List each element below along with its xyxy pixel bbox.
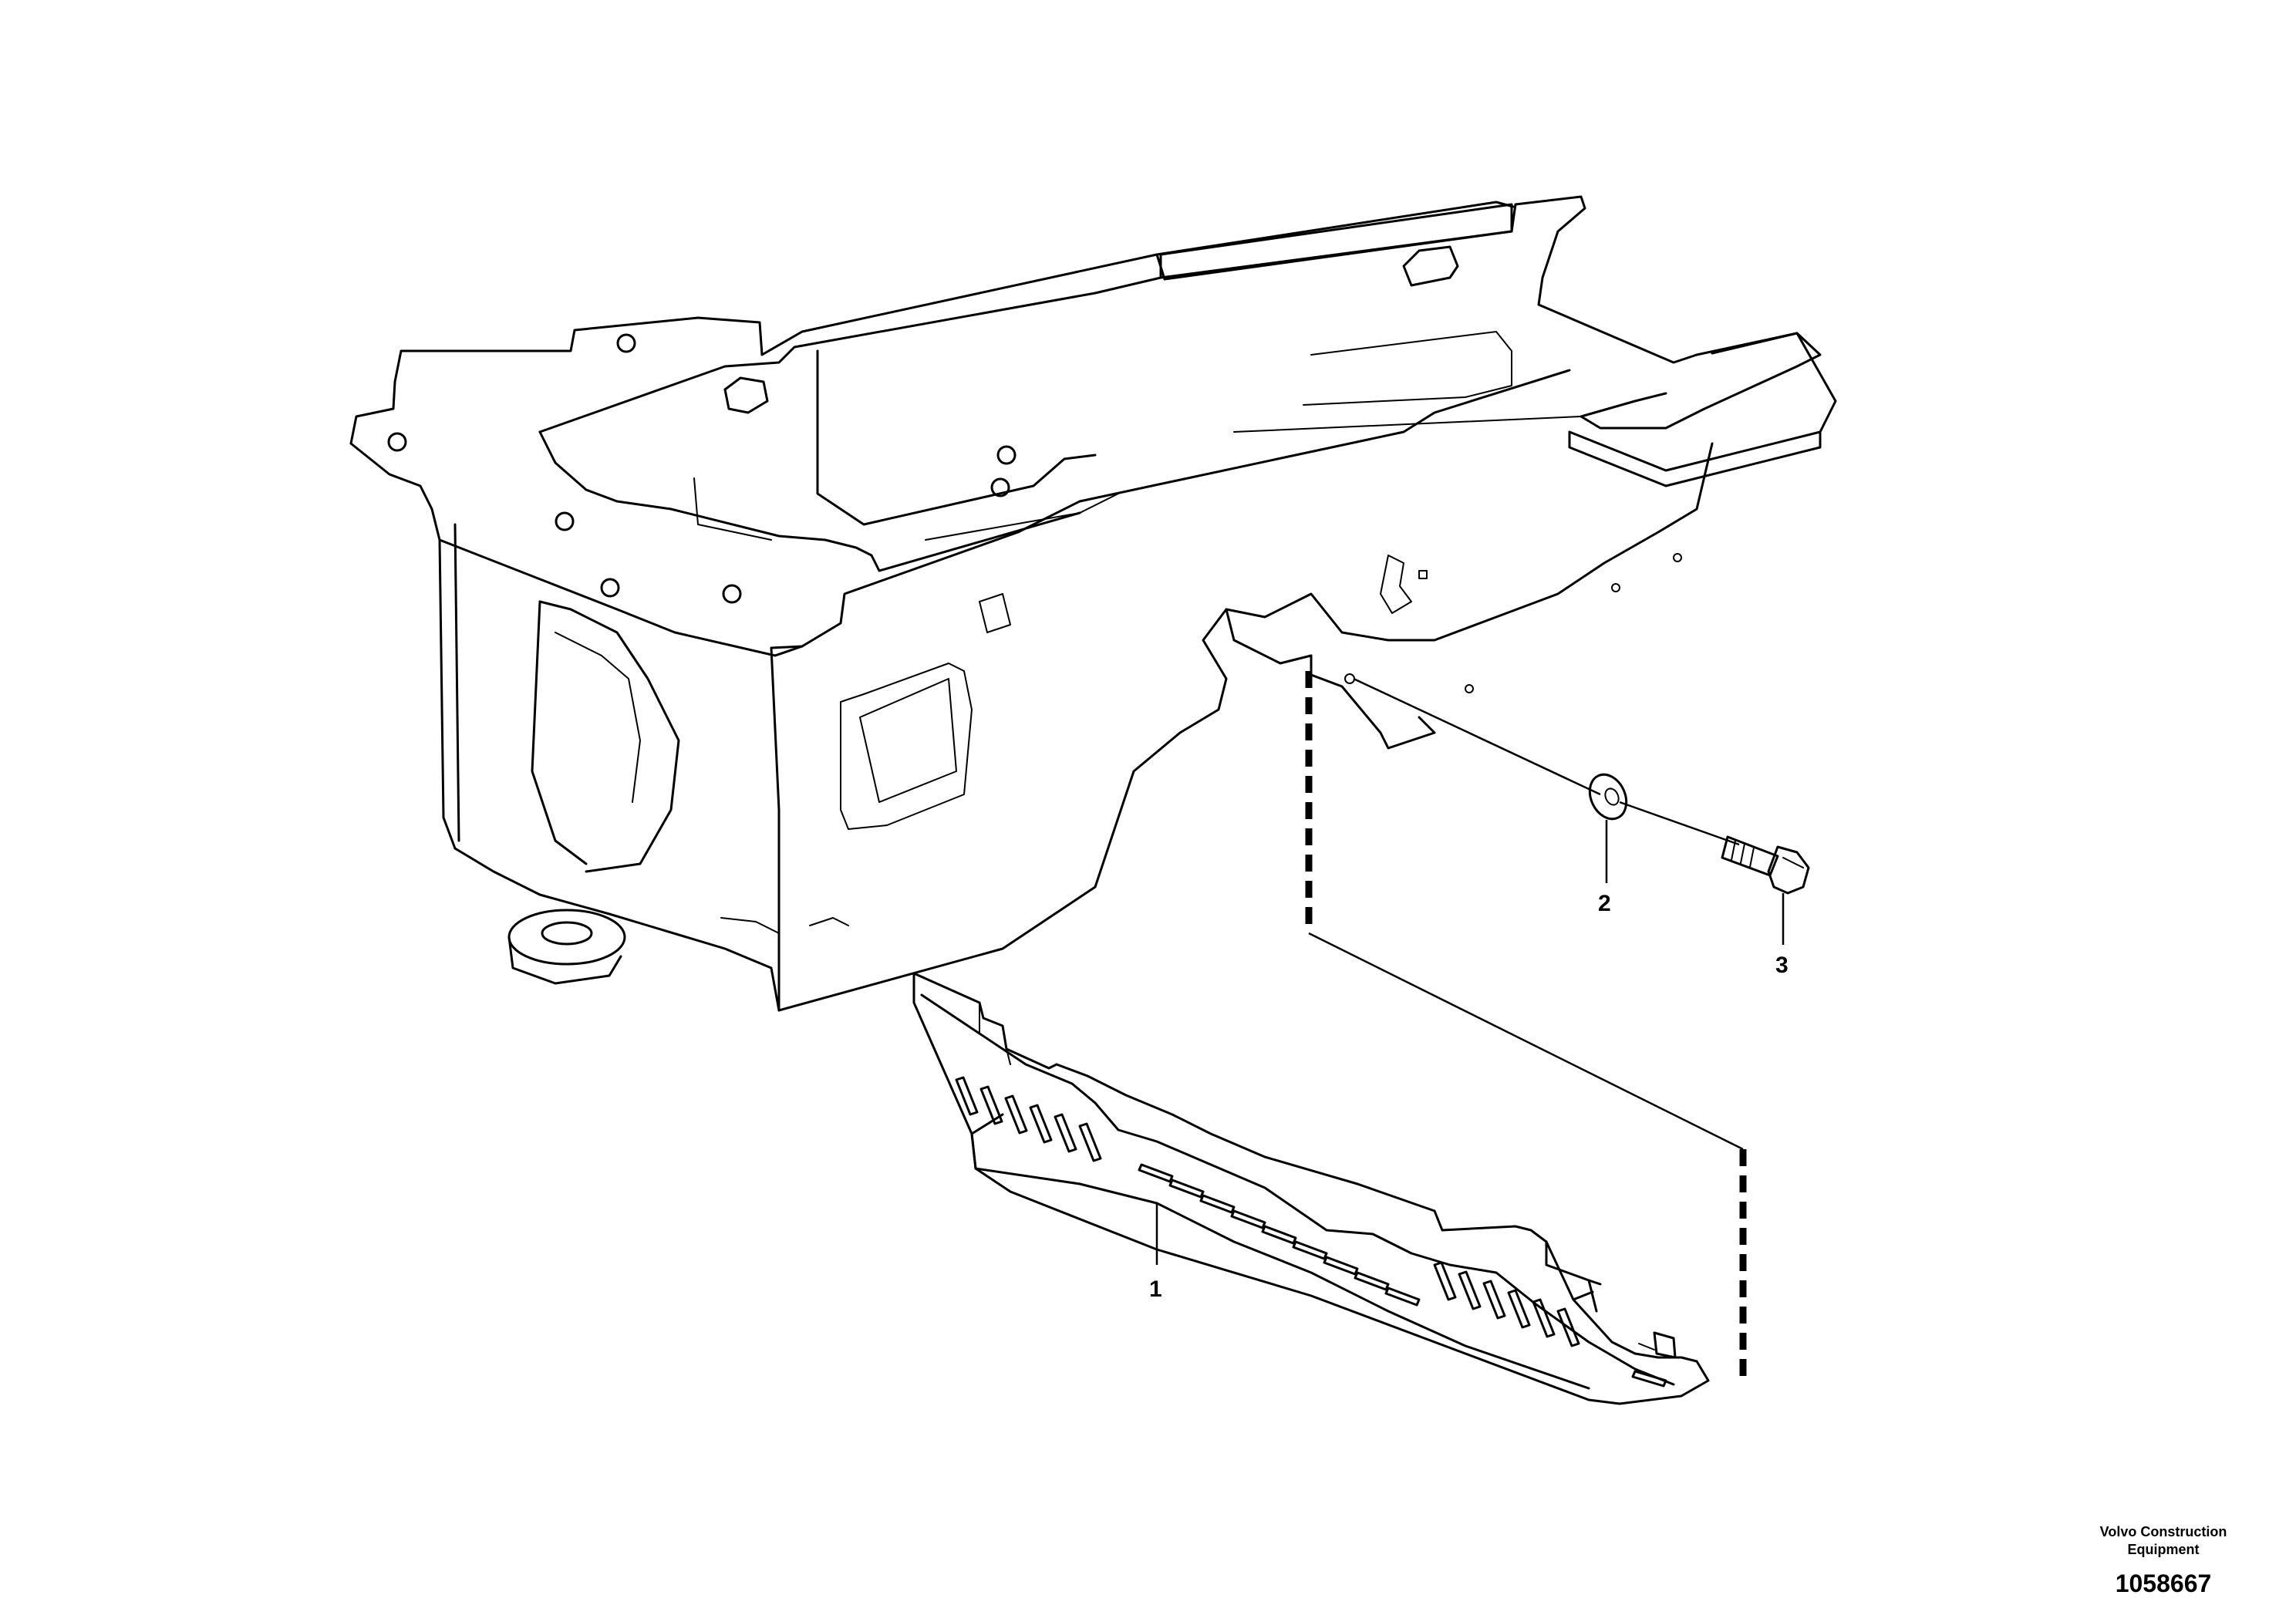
screw-part <box>1721 835 1810 895</box>
mounting-bracket <box>1310 654 1436 750</box>
explode-axis <box>1353 677 1740 846</box>
brand-line-2: Equipment <box>2127 1542 2200 1557</box>
guard-slots-floor <box>1138 1163 1667 1388</box>
washer-part <box>1588 773 1628 821</box>
callout-2-label: 2 <box>1598 891 1611 916</box>
frame-body <box>349 195 1837 1012</box>
guard-slots-right <box>1433 1261 1580 1347</box>
document-number: 1058667 <box>2115 1570 2212 1597</box>
assembly-dashed-outline <box>1305 671 1747 1381</box>
brand-label: Volvo Construction Equipment <box>2071 1523 2256 1559</box>
callout-leaders <box>1155 820 1785 1265</box>
callout-3-label: 3 <box>1775 953 1789 978</box>
guard-slots-left <box>955 1076 1102 1162</box>
guard-plate-part <box>912 972 1710 1405</box>
callout-1-label: 1 <box>1149 1276 1162 1302</box>
brand-line-1: Volvo Construction <box>2099 1524 2227 1539</box>
